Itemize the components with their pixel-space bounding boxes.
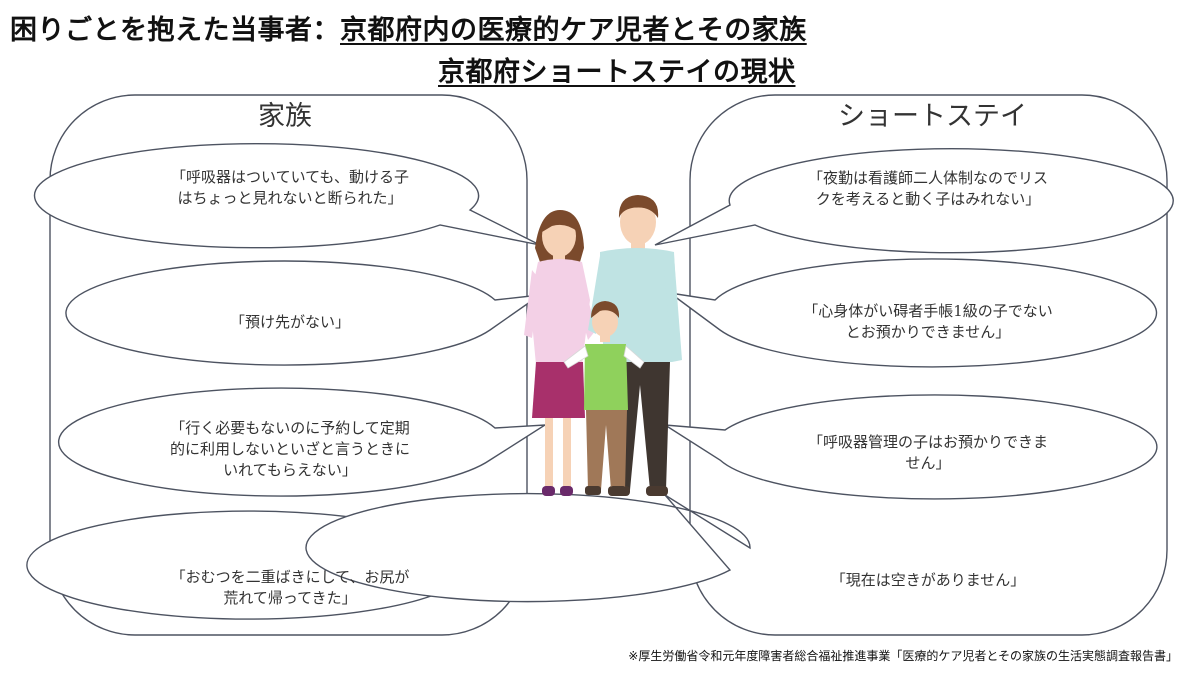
title-prefix: 困りごとを抱えた当事者：	[10, 15, 340, 46]
short-stay-quote-3: 「呼吸器管理の子はお預かりできま せん」	[807, 433, 1048, 472]
short-stay-bubble-3	[664, 394, 1158, 500]
family-panel-heading: 家族	[258, 101, 312, 132]
short-stay-quote-2: 「心身体がい碍者手帳1級の子でない とお預かりできません」	[803, 302, 1053, 341]
short-stay-bubble-2	[669, 258, 1158, 368]
family-bubble-3	[57, 387, 548, 497]
family-bubble-1	[33, 143, 541, 249]
short-stay-bubble-4	[305, 492, 751, 603]
page-title-line-2: 京都府ショートステイの現状	[438, 50, 796, 89]
family-quote-1: 「呼吸器はついていても、動ける子 はちょっと見れないと断られた」	[171, 168, 409, 207]
family-quote-3: 「行く必要もないのに予約して定期 的に利用しないといざと言うときに いれてもらえ…	[169, 419, 410, 479]
source-footnote: ※厚生労働省令和元年度障害者総合福祉推進事業「医療的ケア児者とその家族の生活実態…	[628, 649, 1178, 663]
page-title-line-1: 困りごとを抱えた当事者：京都府内の医療的ケア児者とその家族	[10, 8, 807, 47]
short-stay-bubble-1	[654, 147, 1174, 254]
short-stay-quote-4: 「現在は空きがありません」	[830, 571, 1026, 589]
family-panel	[49, 94, 528, 636]
family-bubble-2	[65, 260, 541, 366]
title-main: 京都府内の医療的ケア児者とその家族	[340, 15, 807, 46]
child-figure	[563, 301, 645, 495]
short-stay-panel	[689, 94, 1168, 636]
family-quote-2: 「預け先がない」	[229, 313, 350, 331]
title-sub: 京都府ショートステイの現状	[438, 57, 796, 88]
family-quote-4: 「おむつを二重ばきにして、お尻が 荒れて帰ってきた」	[170, 568, 410, 607]
short-stay-panel-heading: ショートステイ	[838, 101, 1027, 132]
short-stay-quote-1: 「夜勤は看護師二人体制なのでリス クを考えると動く子はみれない」	[807, 169, 1048, 208]
family-illustration	[524, 195, 682, 496]
